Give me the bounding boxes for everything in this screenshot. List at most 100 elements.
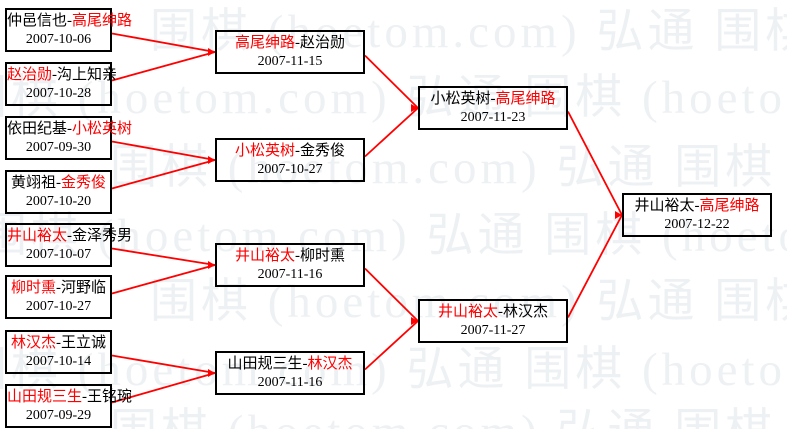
player-separator: - [295,35,300,51]
player-separator: - [52,67,58,83]
player-separator: - [295,248,300,264]
player-separator: - [67,228,73,244]
player-separator: - [56,175,61,191]
match-date: 2007-11-15 [257,54,323,69]
player-winner: 林汉杰 [307,356,353,372]
connector-line [111,264,216,295]
player-separator: - [490,91,496,107]
player-winner: 林汉杰 [10,335,56,351]
match-players: 依田纪基-小松英树 [7,120,132,139]
match-date: 2007-11-16 [257,375,323,390]
player-winner: 赵治勋 [7,67,53,83]
match-date: 2007-11-16 [257,267,323,282]
player-loser: 金秀俊 [300,143,346,159]
match-players: 林汉杰-王立诚 [7,334,110,353]
player-winner: 山田规三生 [7,389,83,405]
player-loser: 沟上知亲 [57,67,118,83]
match-players: 井山裕太-金泽秀男 [7,227,132,246]
match-players: 山田规三生-王铭琬 [7,388,132,407]
player-loser: 山田规三生 [227,356,303,372]
player-separator: - [295,143,300,159]
match-players: 高尾绅路-赵治勋 [217,34,363,53]
player-winner: 高尾绅路 [699,198,760,214]
match-date: 2007-09-29 [25,408,92,423]
match-players: 井山裕太-柳时熏 [217,247,363,266]
player-loser: 仲邑信也 [7,13,68,29]
player-separator: - [694,198,700,214]
connector-arrowhead [615,211,622,219]
connector-line [111,140,216,161]
player-winner: 小松英树 [234,143,295,159]
connector-line [111,51,216,82]
match-date: 2007-10-06 [25,32,92,47]
player-winner: 高尾绅路 [72,13,133,29]
player-loser: 林汉杰 [503,304,549,320]
connector-arrowhead [411,104,418,112]
match-date: 2007-12-22 [664,217,730,232]
connector-line [111,372,216,404]
match-players: 小松英树-高尾绅路 [420,90,566,109]
match-players: 柳时熏-河野临 [7,279,110,298]
player-winner: 井山裕太 [7,228,68,244]
player-loser: 黄翊祖 [10,175,56,191]
connector-line [364,320,419,371]
connector-line [567,214,623,318]
player-winner: 柳时熏 [10,280,56,296]
player-loser: 赵治勋 [300,35,346,51]
player-separator: - [498,304,503,320]
match-players: 小松英树-金秀俊 [217,142,363,161]
connector-line [364,267,419,322]
match-date: 2007-10-07 [25,247,92,262]
connector-line [364,107,419,158]
match-date: 2007-10-27 [25,299,92,314]
player-separator: - [302,356,308,372]
player-loser: 王铭琬 [87,389,133,405]
player-separator: - [82,389,88,405]
connector-line [111,247,216,266]
player-winner: 高尾绅路 [495,91,556,107]
match-players: 黄翊祖-金秀俊 [7,174,110,193]
player-loser: 王立诚 [61,335,107,351]
connector-arrowhead [208,369,215,377]
player-winner: 井山裕太 [234,248,295,264]
match-box[interactable]: 仲邑信也-高尾绅路 2007-10-06 [5,8,132,52]
match-date: 2007-09-30 [25,140,92,155]
connector-line [364,54,419,109]
match-box[interactable]: 山田规三生-林汉杰 2007-11-16 [215,351,365,395]
match-date: 2007-10-14 [25,354,92,369]
match-date: 2007-10-20 [25,194,92,209]
player-separator: - [67,121,73,137]
player-winner: 井山裕太 [437,304,498,320]
match-date: 2007-10-27 [257,162,323,177]
player-separator: - [67,13,73,29]
player-loser: 柳时熏 [300,248,346,264]
match-players: 井山裕太-高尾绅路 [624,197,770,216]
player-loser: 小松英树 [430,91,491,107]
connector-arrowhead [411,317,418,325]
player-loser: 井山裕太 [634,198,695,214]
player-winner: 高尾绅路 [234,35,295,51]
connector-line [111,32,216,53]
player-loser: 依田纪基 [7,121,68,137]
player-winner: 小松英树 [72,121,133,137]
match-date: 2007-11-23 [460,110,526,125]
connector-line [111,354,216,374]
player-winner: 金秀俊 [61,175,107,191]
connector-arrowhead [208,48,215,56]
connector-line [111,159,216,190]
